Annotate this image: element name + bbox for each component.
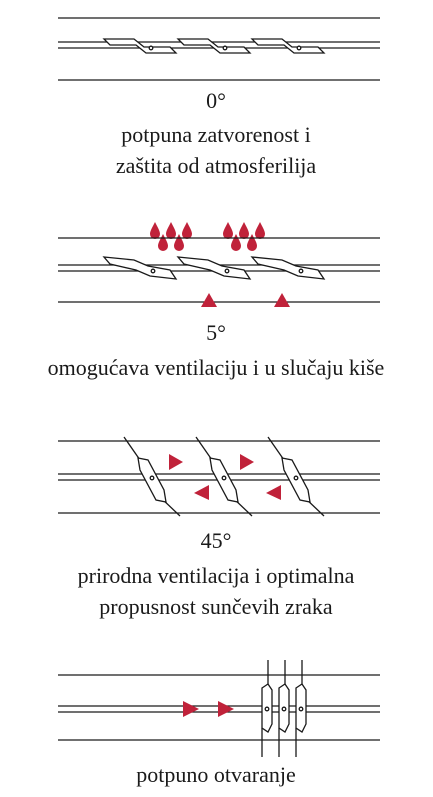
louver-blade-icon [195,436,253,517]
louver-blade-icon [261,660,273,757]
caption-line: potpuno otvaranje [136,762,295,787]
louver-blade-icon [267,436,325,517]
caption-line: zaštita od atmosferilija [116,153,317,178]
louver-blade-icon [123,436,181,517]
louver-blade-icon [250,256,326,280]
panel-open: potpuno otvaranje [58,660,380,787]
caption-line: prirodna ventilacija i optimalna [78,563,355,588]
caption-line: potpuna zatvorenost i [121,122,310,147]
angle-label: 45° [201,528,232,553]
panel-closed: 0° potpuna zatvorenost i zaštita od atmo… [58,17,380,178]
rain-drop-icon [150,222,192,251]
louver-blade-icon [250,38,326,54]
panel-rain: 5° omogućava ventilaciju i u slučaju kiš… [48,222,385,380]
airflow-arrow-icon [218,701,234,717]
panel-45: 45° prirodna ventilacija i optimalna pro… [58,436,380,619]
airflow-arrow-icon [183,701,199,717]
airflow-arrow-icon [240,454,254,470]
airflow-arrow-icon [201,293,217,307]
louver-blade-icon [102,256,178,280]
airflow-arrow-icon [169,454,183,470]
caption-line: omogućava ventilaciju i u slučaju kiše [48,355,385,380]
rain-drop-icon [223,222,265,251]
angle-label: 5° [206,320,226,345]
louver-blade-icon [176,38,252,54]
louver-blade-icon [176,256,252,280]
airflow-arrow-icon [274,293,290,307]
louver-blade-icon [295,660,307,757]
louver-blade-icon [278,660,290,757]
louver-blade-icon [102,38,178,54]
caption-line: propusnost sunčevih zraka [99,594,333,619]
airflow-arrow-icon [194,485,209,500]
angle-label: 0° [206,88,226,113]
airflow-arrow-icon [266,485,281,500]
